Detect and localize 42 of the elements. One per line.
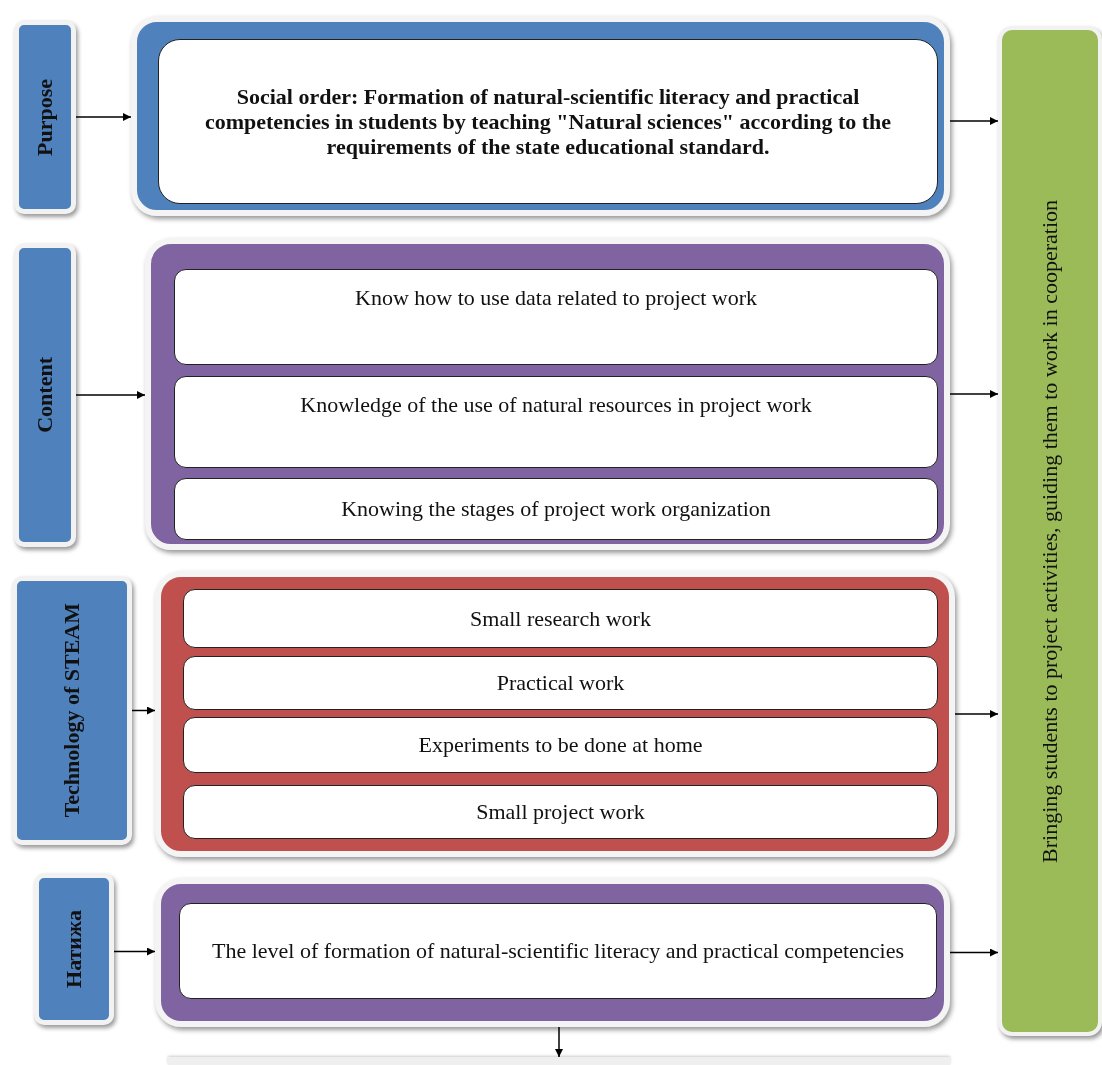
box-text: Knowing the stages of project work organization (341, 495, 771, 523)
result-text: Bringing students to project activities, guiding them to work in cooperation (1037, 199, 1063, 863)
content-box (183, 717, 938, 773)
side-label: Purpose (32, 78, 58, 156)
box-text: Practical work (496, 669, 625, 697)
box-text: Experiments to be done at home (418, 731, 703, 759)
content-box (179, 903, 937, 999)
side-label-box (12, 576, 132, 845)
content-box (183, 589, 938, 648)
panel (145, 238, 950, 550)
content-box (174, 478, 938, 540)
content-box (183, 785, 938, 839)
box-text: Small research work (470, 604, 651, 633)
side-label-box (34, 873, 114, 1025)
panel (155, 571, 955, 857)
panel (155, 878, 950, 1027)
result-bar (998, 26, 1102, 1036)
arrow (555, 1026, 563, 1058)
side-label-box (14, 20, 76, 214)
arrow (954, 710, 999, 718)
side-label-box (14, 243, 76, 547)
content-box (158, 39, 938, 204)
arrow (949, 948, 999, 957)
box-text: Small project work (476, 798, 645, 826)
arrow (949, 117, 999, 125)
arrow (949, 390, 999, 398)
box-text: Knowledge of the use of natural resources in project work (300, 391, 812, 419)
content-box (174, 376, 938, 468)
panel (131, 16, 950, 216)
side-label: Technology of STEAM (59, 603, 85, 818)
box (168, 1057, 950, 1065)
content-box (174, 269, 938, 365)
side-label: Content (32, 357, 58, 433)
box-text: Social order: Formation of natural-scientific literacy and practical competencies in students by teaching "Natural sciences" according to the requirements of the state educational standard. (203, 83, 893, 160)
arrow (75, 391, 146, 399)
box-text: The level of formation of natural-scientific literacy and practical competencies (211, 937, 905, 965)
arrow (131, 706, 156, 715)
arrow (113, 947, 156, 956)
content-box (183, 656, 938, 710)
side-label: Натижа (61, 910, 87, 988)
arrow (75, 113, 132, 121)
box-text: Know how to use data related to project work (355, 284, 757, 312)
